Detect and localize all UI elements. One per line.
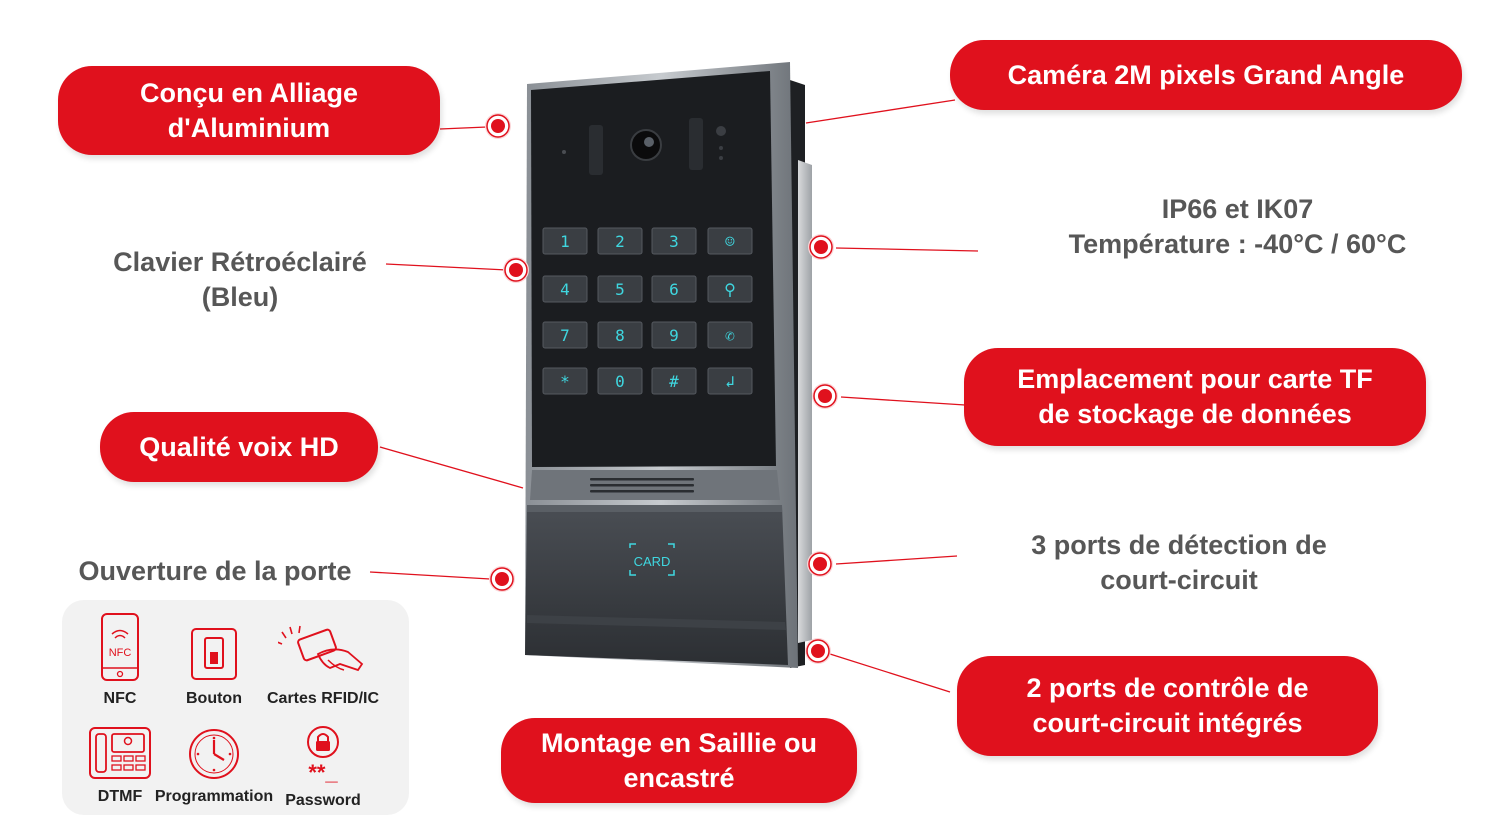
callout-marker-icon bbox=[805, 638, 831, 664]
door-method-rfid: Cartes RFID/IC bbox=[267, 624, 379, 708]
callout-short-circuit-control: 2 ports de contrôle de court-circuit int… bbox=[957, 656, 1378, 756]
keypad-key-label: * bbox=[560, 372, 570, 391]
callout-door-open: Ouverture de la porte bbox=[78, 556, 352, 586]
keypad-key[interactable]: ✆ bbox=[707, 321, 753, 349]
microphone-icon bbox=[562, 150, 566, 154]
door-method-password: **_ Password bbox=[278, 724, 368, 810]
keypad-key-label: 5 bbox=[615, 280, 625, 299]
keypad-key-label: ☺ bbox=[725, 232, 735, 251]
keypad-key-label: 8 bbox=[615, 326, 625, 345]
keypad-key-label: 9 bbox=[669, 326, 679, 345]
keypad-key-label: 7 bbox=[560, 326, 570, 345]
keypad: 1 2 3 ☺ 4 5 6 ⚲ 7 8 9 ✆ * 0 # ↲ bbox=[542, 227, 753, 395]
keypad-key[interactable]: 7 bbox=[542, 321, 588, 349]
callout-tf-card: Emplacement pour carte TF de stockage de… bbox=[964, 348, 1426, 446]
callout-short-circuit-detect: 3 ports de détection de court-circuit bbox=[1031, 530, 1327, 595]
sensor-icon bbox=[716, 126, 726, 136]
keypad-key-label: 1 bbox=[560, 232, 570, 251]
svg-text:NFC: NFC bbox=[109, 647, 132, 659]
keypad-key[interactable]: # bbox=[651, 367, 697, 395]
card-reader-icon: CARD bbox=[629, 543, 675, 576]
rfid-card-icon bbox=[278, 625, 364, 672]
callout-marker-icon bbox=[808, 234, 834, 260]
card-label: CARD bbox=[634, 554, 671, 569]
keypad-key[interactable]: 9 bbox=[651, 321, 697, 349]
keypad-key[interactable]: 8 bbox=[597, 321, 643, 349]
callout-markers bbox=[485, 113, 838, 664]
connector-lines bbox=[369, 99, 979, 693]
password-lock-icon: **_ bbox=[307, 726, 339, 785]
callout-marker-icon bbox=[489, 566, 515, 592]
door-methods-panel: NFC NFC Bouton Cartes RFID/IC bbox=[62, 600, 409, 815]
device-front-panel bbox=[531, 71, 776, 467]
keypad-key[interactable]: 5 bbox=[597, 275, 643, 303]
keypad-key[interactable]: ⚲ bbox=[707, 275, 753, 303]
keypad-key[interactable]: 3 bbox=[651, 227, 697, 255]
clock-icon bbox=[189, 729, 239, 779]
door-method-dtmf: DTMF bbox=[62, 724, 178, 806]
door-method-button: Bouton bbox=[156, 626, 272, 708]
keypad-key[interactable]: ↲ bbox=[707, 367, 753, 395]
keypad-key-label: ⚲ bbox=[724, 280, 736, 299]
keypad-key[interactable]: 2 bbox=[597, 227, 643, 255]
keypad-key-label: 4 bbox=[560, 280, 570, 299]
callout-alloy: Conçu en Alliage d'Aluminium bbox=[58, 66, 440, 155]
callout-ip-rating: IP66 et IK07 Température : -40°C / 60°C bbox=[1068, 194, 1407, 259]
callout-marker-icon bbox=[503, 257, 529, 283]
keypad-key[interactable]: 6 bbox=[651, 275, 697, 303]
callout-marker-icon bbox=[485, 113, 511, 139]
callout-marker-icon bbox=[812, 383, 838, 409]
speaker-grille bbox=[590, 478, 694, 493]
card-reader-section bbox=[525, 505, 788, 665]
svg-text:**_: **_ bbox=[308, 760, 338, 785]
keypad-key-label: 6 bbox=[669, 280, 679, 299]
keypad-key-label: # bbox=[669, 372, 679, 391]
callout-mounting: Montage en Saillie ou encastré bbox=[501, 718, 857, 803]
keypad-key[interactable]: 0 bbox=[597, 367, 643, 395]
callout-voice: Qualité voix HD bbox=[100, 412, 378, 482]
door-method-programmation: Programmation bbox=[155, 726, 273, 806]
intercom-phone-icon bbox=[89, 727, 151, 779]
nfc-phone-icon: NFC bbox=[101, 613, 139, 681]
keypad-key[interactable]: 1 bbox=[542, 227, 588, 255]
keypad-key[interactable]: * bbox=[542, 367, 588, 395]
camera-side-window-left bbox=[589, 125, 603, 175]
keypad-key-label: ✆ bbox=[725, 326, 735, 345]
callout-marker-icon bbox=[807, 551, 833, 577]
callout-camera: Caméra 2M pixels Grand Angle bbox=[950, 40, 1462, 110]
keypad-key-label: ↲ bbox=[725, 372, 735, 391]
keypad-key-label: 3 bbox=[669, 232, 679, 251]
keypad-key-label: 2 bbox=[615, 232, 625, 251]
keypad-key[interactable]: 4 bbox=[542, 275, 588, 303]
keypad-key[interactable]: ☺ bbox=[707, 227, 753, 255]
button-switch-icon bbox=[191, 628, 237, 680]
door-method-nfc: NFC NFC bbox=[62, 612, 178, 708]
camera-lens-icon bbox=[630, 129, 662, 161]
camera-side-window-right bbox=[689, 118, 703, 170]
callout-keypad: Clavier Rétroéclairé (Bleu) bbox=[113, 247, 367, 312]
keypad-key-label: 0 bbox=[615, 372, 625, 391]
